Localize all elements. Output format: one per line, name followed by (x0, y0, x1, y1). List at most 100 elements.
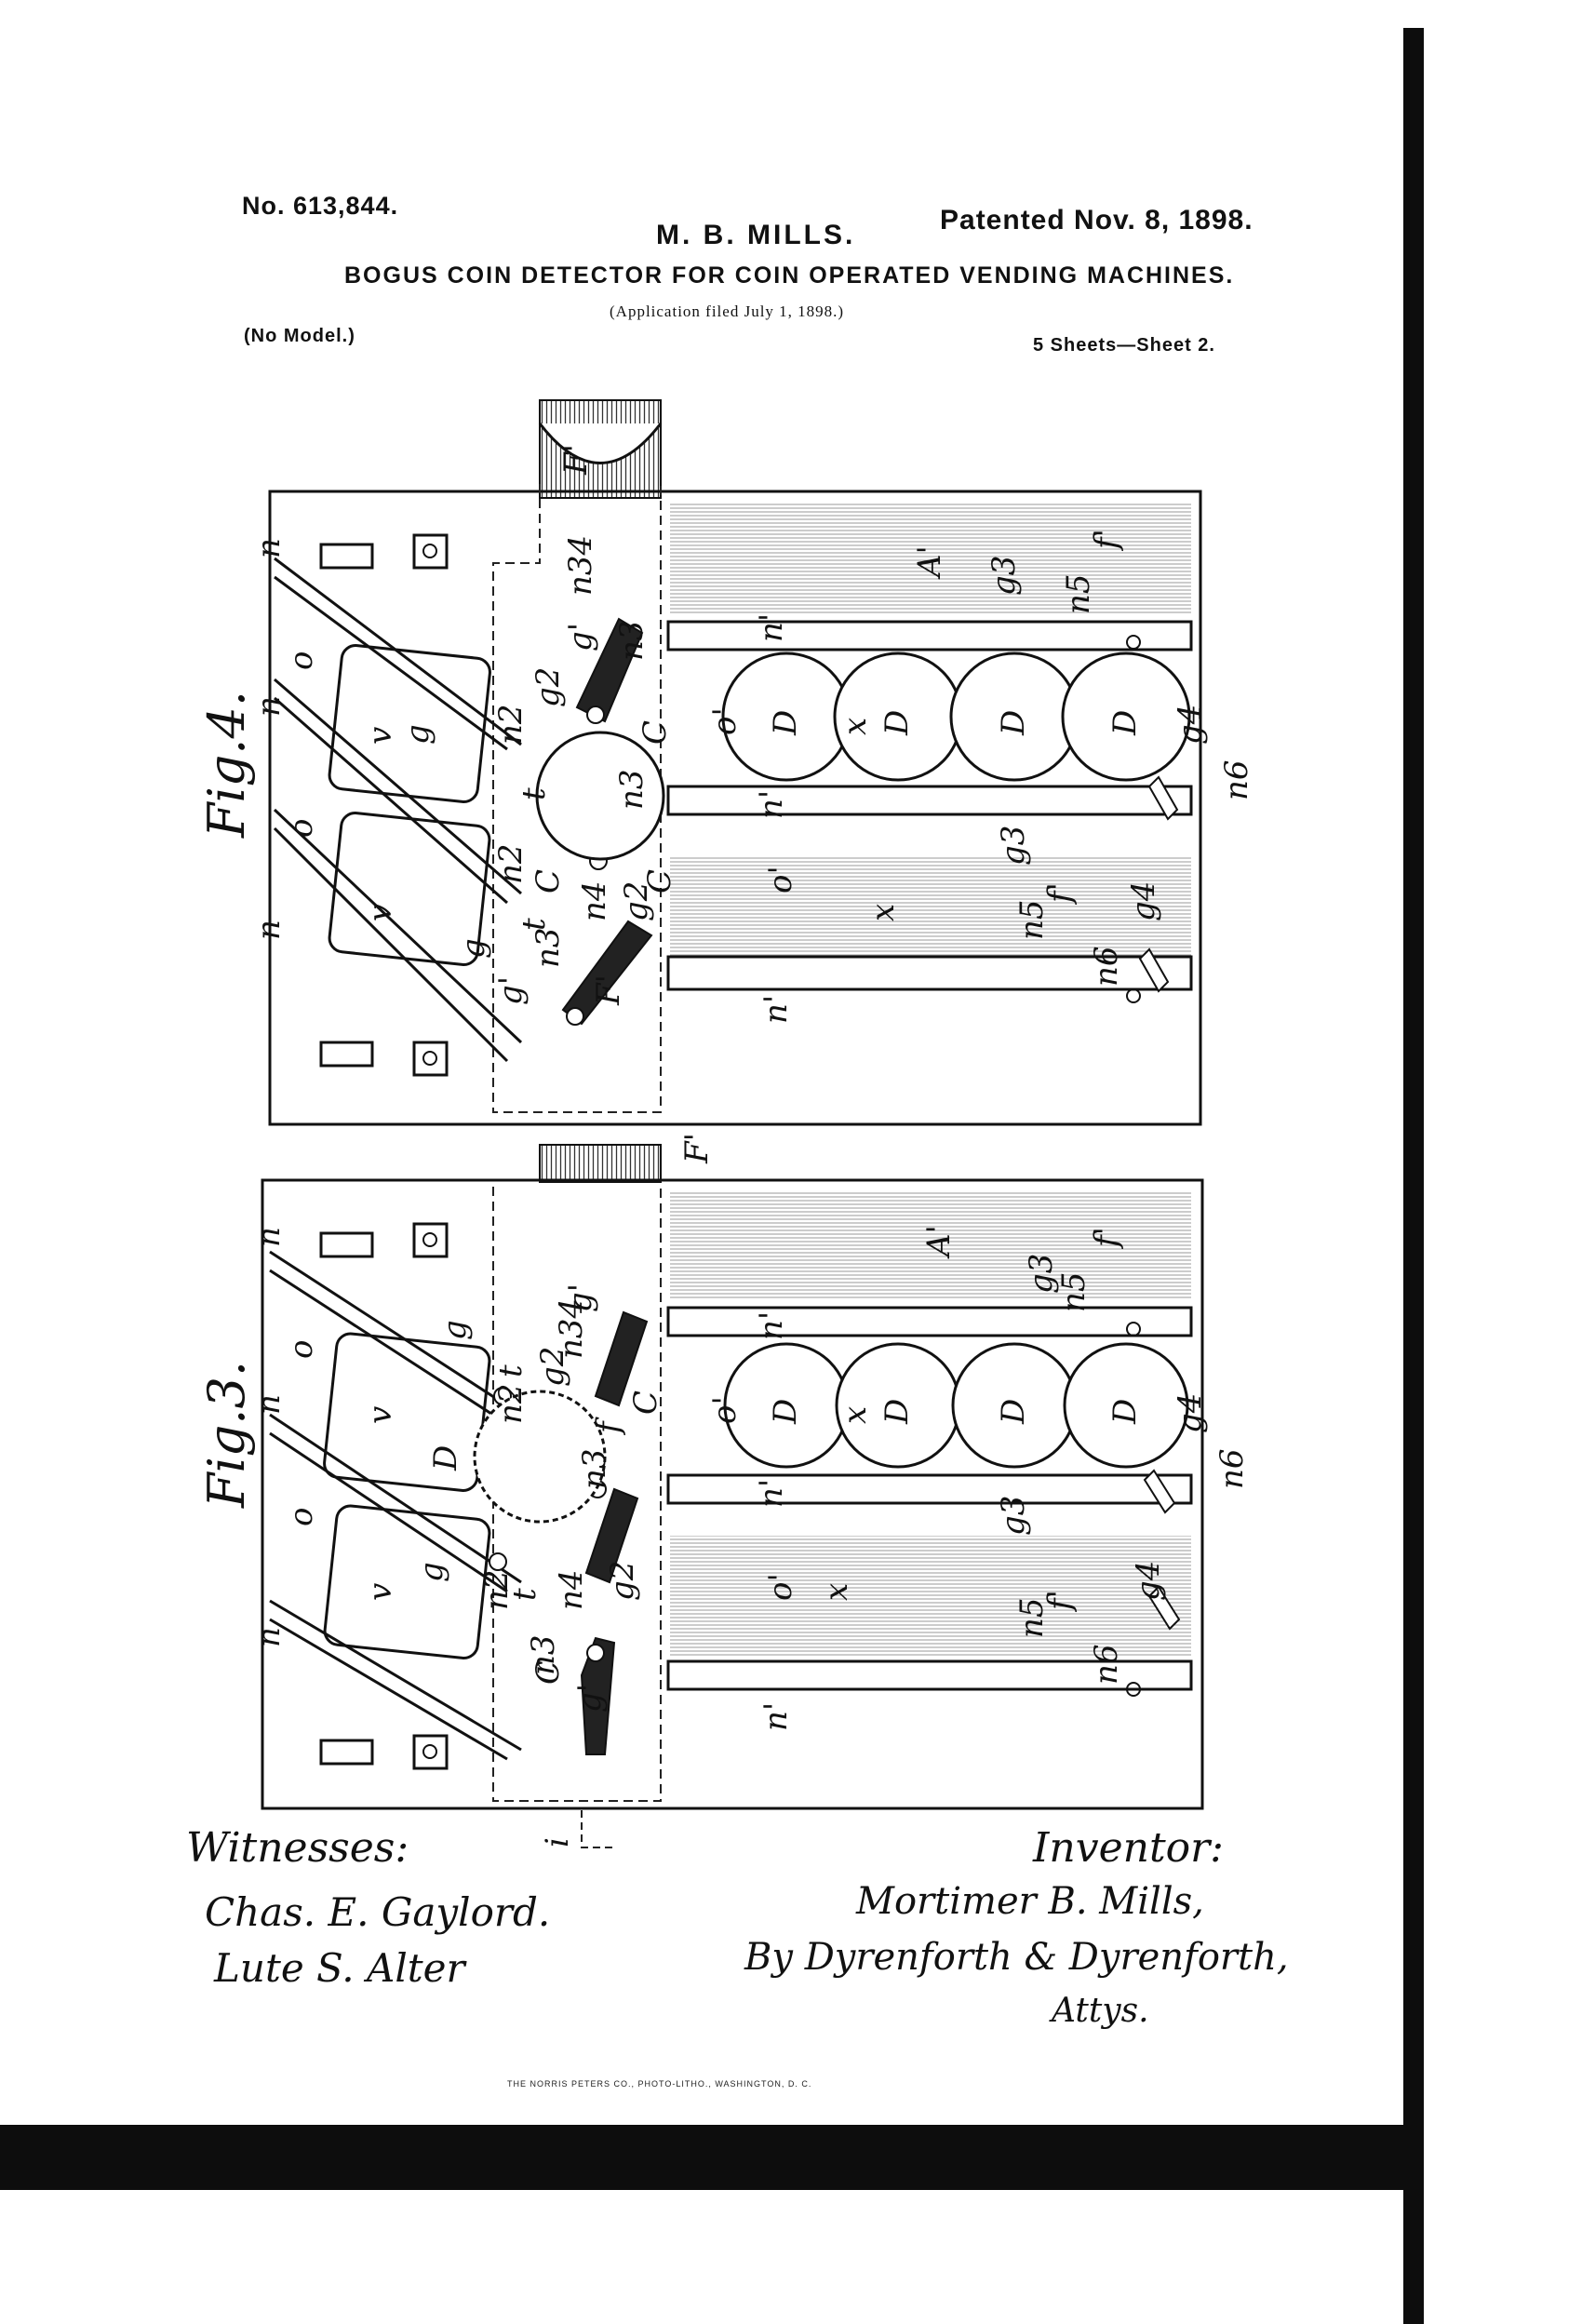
fig4-dashed-outline (492, 484, 662, 1113)
fig4-channel-bar-2 (666, 785, 1193, 816)
patent-date: Patented Nov. 8, 1898. (940, 205, 1254, 235)
witness-signature-1: Chas. E. Gaylord. (205, 1889, 551, 1935)
patent-number: No. 613,844. (242, 192, 399, 220)
fig3-ref: C (627, 1390, 664, 1415)
fig4-channel-bar-3 (666, 955, 1193, 991)
fig4-ref: g3 (985, 556, 1023, 596)
inventor-heading: M. B. MILLS. (656, 220, 856, 250)
fig3-ref: o' (706, 1396, 744, 1424)
fig4-coin-c (535, 731, 665, 861)
fig4-ref: g2 (530, 667, 567, 707)
fig4-ref: n6 (1218, 759, 1255, 800)
fig3-label: Fig.3. (197, 1361, 256, 1509)
fig4-ref: n (250, 538, 288, 558)
fig3-lever-middle (584, 1487, 639, 1584)
fig3-ref: v (362, 1583, 399, 1601)
fig4-ref: D (878, 710, 916, 736)
fig3-ref: n (250, 1227, 288, 1247)
fig3-ref: n (250, 1627, 288, 1647)
fig4-ref: F' (557, 444, 595, 476)
fig3-ref: t (506, 1588, 543, 1601)
fig3-ref: D (767, 1399, 804, 1425)
fig3-ref: g' (571, 1684, 609, 1713)
fig3-dashed-stub (581, 1810, 614, 1848)
fig4-ref: v (362, 727, 399, 745)
fig3-ref: f' (1088, 1227, 1125, 1250)
fig3-ref: n4 (553, 1569, 590, 1610)
fig4-slot-v-2 (328, 812, 491, 966)
witnesses-label: Witnesses: (186, 1824, 409, 1872)
scan-edge-bottom (0, 2125, 1424, 2190)
fig4-ref: n' (753, 613, 790, 642)
fig3-ref: D (995, 1399, 1032, 1425)
figure-3 (261, 1144, 1204, 1848)
attorneys-signature: By Dyrenforth & Dyrenforth, (744, 1936, 1289, 1979)
fig3-ref: n6 (1088, 1644, 1125, 1685)
fig4-ref: n3 (530, 927, 567, 968)
fig3-ref: n2 (478, 1569, 516, 1610)
fig3-ref: n5 (1055, 1271, 1093, 1312)
fig3-ref: v (362, 1406, 399, 1424)
fig3-channel-bar-1 (666, 1306, 1193, 1337)
figure-4 (268, 399, 1202, 1126)
fig4-ref: g' (492, 976, 530, 1005)
fig3-ref: x (818, 1583, 855, 1601)
fig3-diagonal-rails (269, 1250, 522, 1761)
fig3-ref: x (837, 1406, 874, 1424)
fig4-box-1 (319, 543, 374, 570)
fig3-ref: g2 (534, 1347, 571, 1387)
fig3-channel-bar-2 (666, 1473, 1193, 1505)
fig3-channel-bar-3 (666, 1659, 1193, 1691)
fig3-ref: n6 (1213, 1448, 1251, 1489)
sheets-note: 5 Sheets—Sheet 2. (1033, 335, 1215, 356)
patent-title: BOGUS COIN DETECTOR FOR COIN OPERATED VE… (344, 262, 1235, 289)
fig3-slot-v-1 (323, 1332, 491, 1492)
fig3-box-4 (412, 1734, 449, 1770)
fig4-ref: C (530, 869, 567, 893)
fig4-ref: t (516, 787, 553, 800)
fig4-frame (268, 490, 1202, 1126)
fig4-ref: n (250, 696, 288, 717)
fig4-ref: F' (590, 974, 627, 1006)
fig3-ref: f (590, 1417, 627, 1436)
fig3-ref: n3 (525, 1634, 562, 1675)
fig3-ref: n (250, 1394, 288, 1415)
fig4-box-2 (412, 533, 449, 570)
fig4-ref: g2 (618, 881, 655, 921)
model-note: (No Model.) (244, 326, 355, 346)
fig3-ref: n2 (492, 1383, 530, 1424)
fig4-ref: g3 (995, 826, 1032, 866)
fig3-ref: g4 (1130, 1561, 1167, 1601)
fig4-ref: n2 (492, 843, 530, 884)
fig4-ref: n3 (613, 769, 650, 810)
fig4-ref: x (865, 904, 902, 921)
fig4-channel-bar-1 (666, 620, 1193, 652)
fig3-ref: t (492, 1364, 530, 1377)
fig3-box-2 (412, 1222, 449, 1258)
fig3-box-1 (319, 1231, 374, 1258)
fig3-ref: D (1106, 1399, 1144, 1425)
fig4-ref: g4 (1125, 881, 1162, 921)
fig4-ref: n3 (613, 620, 650, 661)
fig4-ref: g (399, 724, 436, 745)
fig4-ref: C (641, 869, 678, 893)
fig3-ref: n5 (1013, 1597, 1051, 1638)
fig4-ref: o' (762, 866, 799, 893)
fig4-ref: n6 (1088, 946, 1125, 987)
inventor-label: Inventor: (1033, 1824, 1224, 1872)
fig3-lever-upper (594, 1310, 649, 1407)
fig4-ref: o' (706, 707, 744, 735)
fig3-ref: g (436, 1320, 474, 1340)
fig4-ref: t (516, 918, 553, 931)
fig4-ref: n' (757, 995, 795, 1024)
fig3-ref: n' (753, 1311, 790, 1340)
fig4-ref: D (1106, 710, 1144, 736)
fig3-ref: o (283, 1508, 320, 1526)
fig4-ref: A' (911, 545, 948, 580)
fig4-ref: n5 (1013, 899, 1051, 940)
fig4-ref: g (455, 938, 492, 959)
fig4-ref: f' (1088, 529, 1125, 552)
printer-credit: THE NORRIS PETERS CO., PHOTO-LITHO., WAS… (507, 2079, 812, 2089)
fig4-ref: o (283, 652, 320, 670)
